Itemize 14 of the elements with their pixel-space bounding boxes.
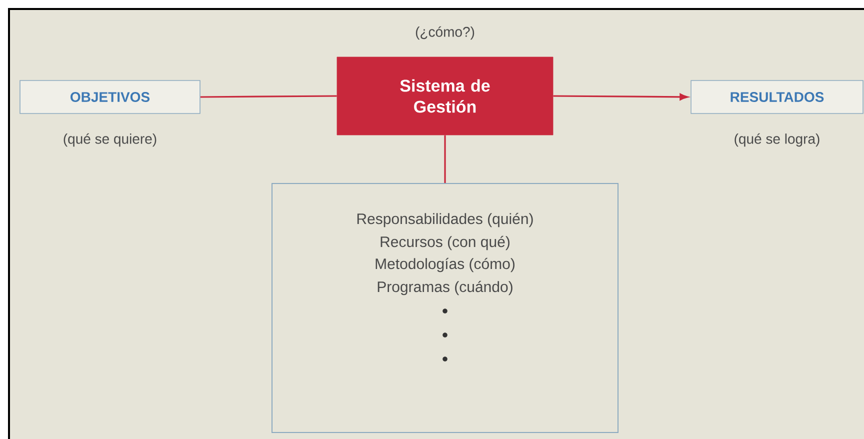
node-label: Programas (cuándo) — [378, 280, 512, 296]
system-box: Sistema de Gestión — [336, 56, 554, 136]
node-label: Metodologías (cómo) — [376, 258, 514, 272]
connector — [444, 135, 446, 183]
connector — [553, 94, 688, 100]
node-label: (qué se logra) — [734, 133, 820, 147]
list-box: Responsabilidades (quién) Recursos (con qué) Metodologías (cómo) Programas (cuándo) — [272, 183, 618, 433]
label-box: RESULTADOS — [690, 80, 864, 114]
node-label: Responsabilidades (quién) — [357, 212, 533, 228]
label-box: OBJETIVOS — [20, 80, 200, 114]
node-label: (qué se quiere) — [64, 133, 156, 147]
node-label: Recursos (con qué) — [380, 236, 510, 250]
connector — [200, 95, 337, 98]
node-label: (¿cómo?) — [416, 26, 474, 40]
